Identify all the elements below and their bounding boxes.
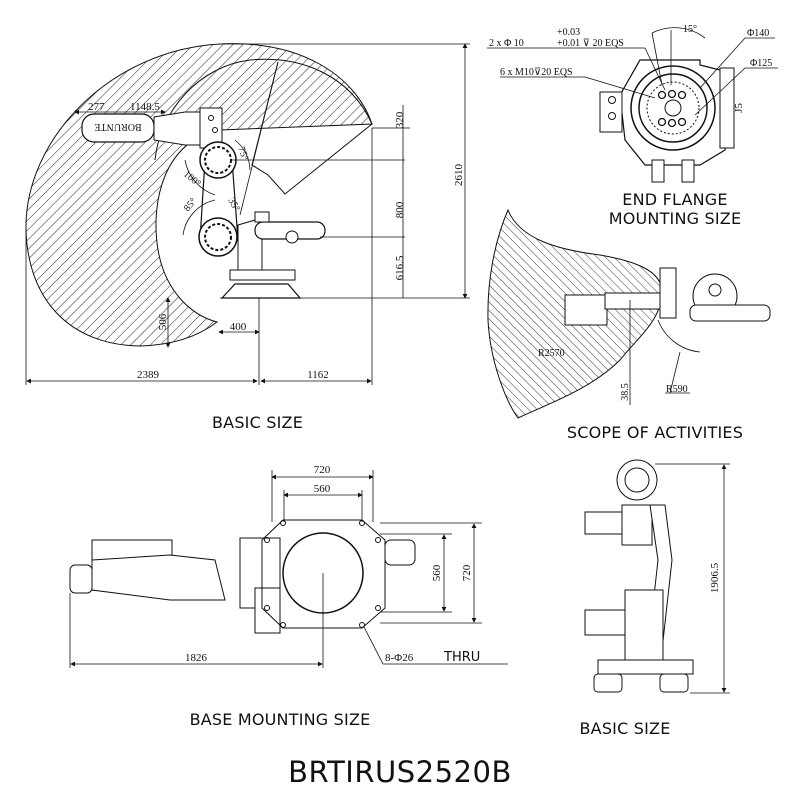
dim-base-height-outer: 720 [461,564,473,581]
dim-arm-length: 800 [394,201,406,218]
angle-label: 75° [235,145,250,162]
flange-pin-note: 2 x Φ 10 [489,38,524,49]
robot-upper-arm [198,141,239,257]
caption-basic-size-side: BASIC SIZE [212,413,303,432]
dim-wrist-height: 320 [394,111,406,128]
flange-axis-label: J5 [733,103,745,113]
dim-front-total-height: 1906.5 [709,562,721,593]
robot-top-view [564,267,771,326]
dim-hole-type: THRU [443,650,480,665]
scope-offset: 38.5 [620,383,631,401]
caption-end-flange-line2: MOUNTING SIZE [608,209,742,228]
workspace-envelope [25,43,373,347]
dim-total-height: 2610 [453,164,465,187]
flange-outer-diameter: Φ140 [747,28,769,39]
basic-size-front-view: 1906.5 [584,459,730,694]
dim-base-width-outer: 720 [314,464,331,476]
flange-tolerance-upper: +0.03 [557,27,580,38]
scope-outer-radius: R2570 [538,348,565,359]
flange-angle: 15° [683,24,697,35]
caption-basic-size-front: BASIC SIZE [579,719,671,738]
dim-rear-reach: 2389 [137,369,160,381]
flange-thread-note: 6 x M10⊽20 EQS [500,67,573,78]
dim-forearm-length: 1148.5 [130,101,160,113]
robot-arm-top [69,537,281,634]
brand-label: BORUNTE [94,121,141,132]
base-mounting-view: 720 560 560 720 1826 8-Φ26 THRU [69,464,508,668]
dim-hole-note: 8-Φ26 [385,652,414,664]
dim-tool-offset: 277 [88,101,105,113]
scope-of-activities-view: R2570 R590 38.5 [487,208,771,419]
robot-forearm: BORUNTE [81,107,223,149]
dim-base-height-inner: 560 [431,564,443,581]
dim-base-height: 616.5 [394,255,406,280]
end-flange-view: +0.03 2 x Φ 10 +0.01 ⊽ 20 EQS 6 x M10⊽20… [487,24,778,183]
model-name-title: BRTIRUS2520B [288,755,512,789]
angle-label: 85° [182,196,199,214]
dim-base-width-inner: 560 [314,483,331,495]
caption-scope-of-activities: SCOPE OF ACTIVITIES [566,423,744,442]
dim-below-base: 506 [157,313,169,330]
dim-base-reach: 1826 [185,652,208,664]
caption-base-mounting: BASE MOUNTING SIZE [189,710,371,729]
flange-pcd: Φ125 [750,58,772,69]
basic-size-side-view: BORUNTE 75° 100° 85° 35° [25,43,470,385]
dim-base-offset: 400 [230,321,247,333]
dim-front-reach: 1162 [307,369,329,381]
caption-end-flange-line1: END FLANGE [622,190,728,209]
caption-end-flange: END FLANGE MOUNTING SIZE [590,190,760,228]
flange-tolerance-lower: +0.01 ⊽ 20 EQS [557,38,624,49]
scope-inner-radius: R590 [666,384,688,395]
